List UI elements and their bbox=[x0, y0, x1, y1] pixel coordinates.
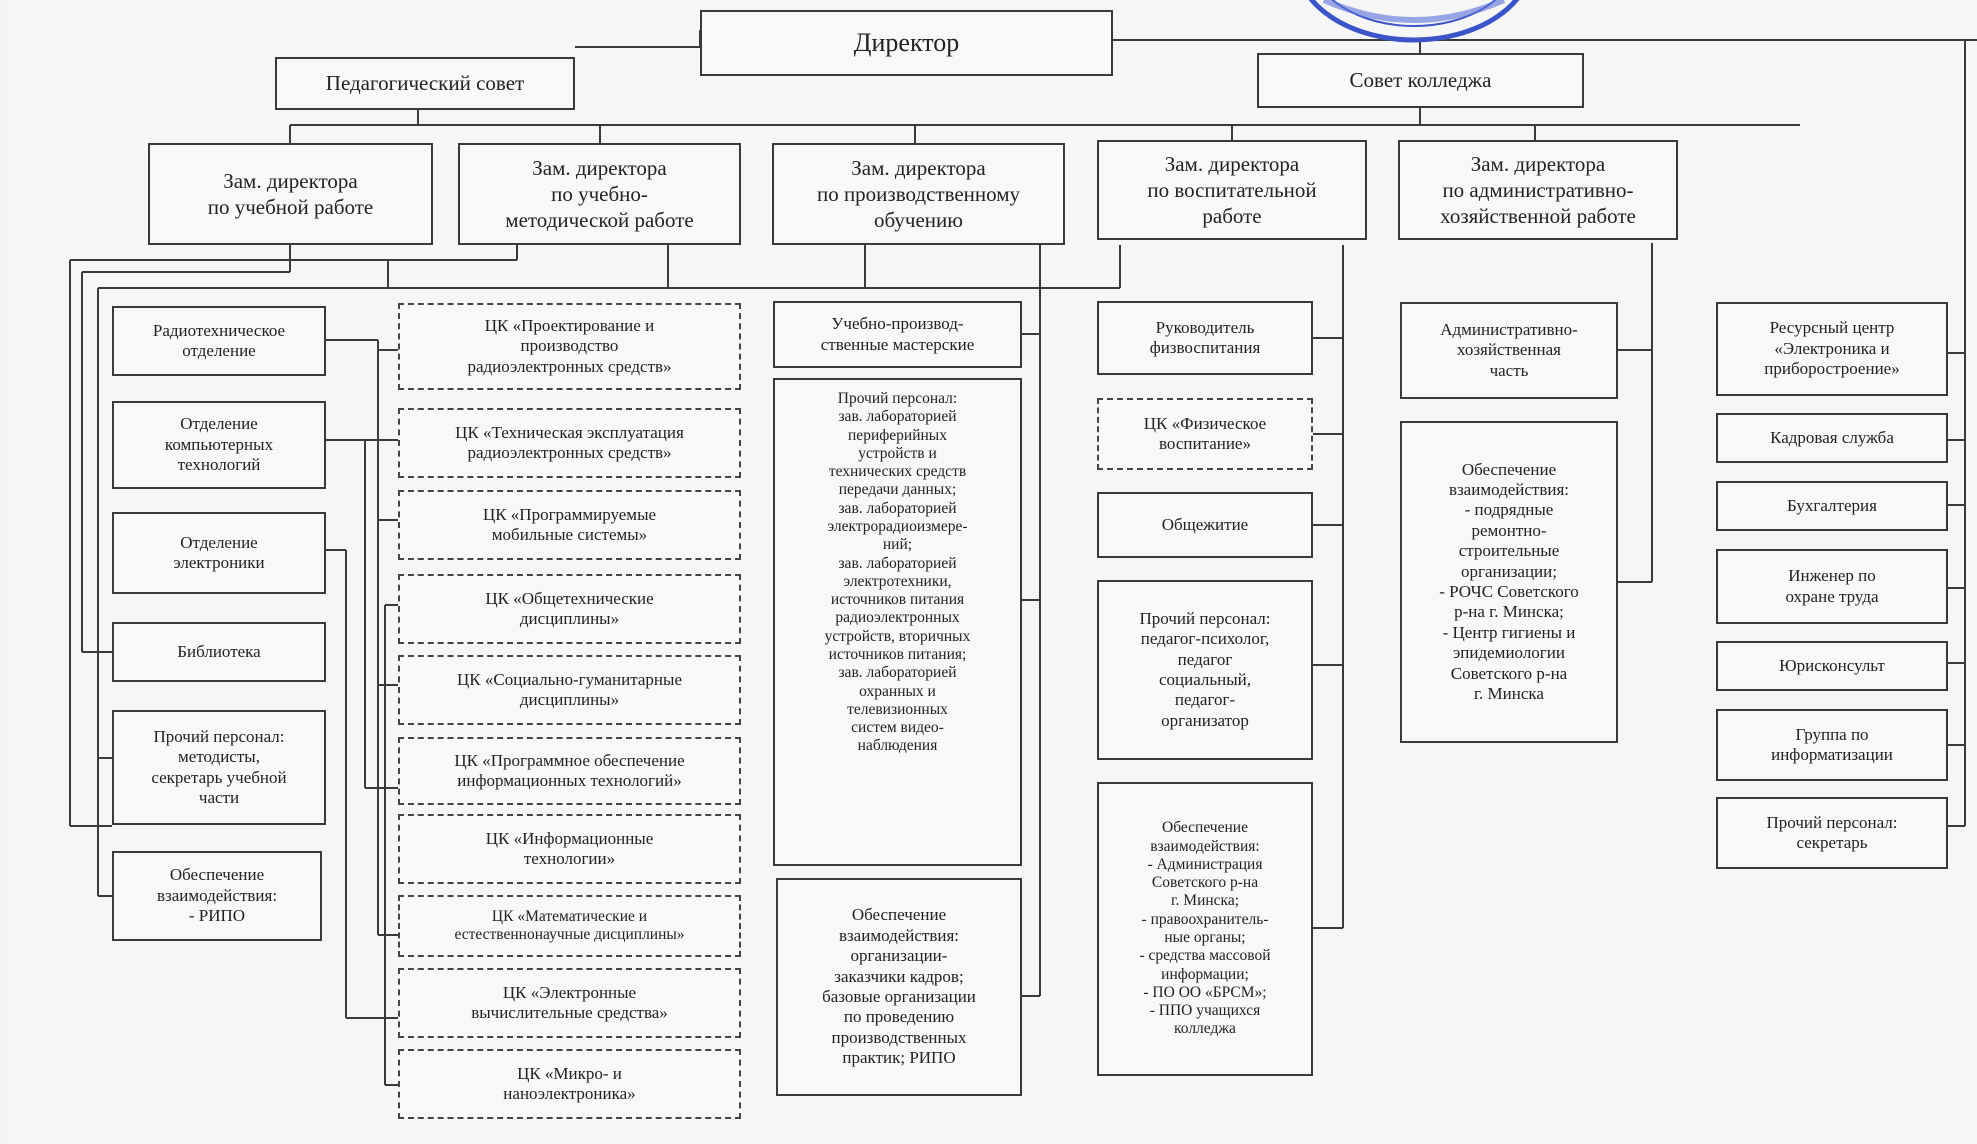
admin-household-part: Административно- хозяйственная часть bbox=[1400, 302, 1618, 399]
ck-physical-education: ЦК «Физическое воспитание» bbox=[1097, 398, 1313, 470]
college-council-box: Совет колледжа bbox=[1257, 53, 1584, 108]
ck-micro-nano: ЦК «Микро- и наноэлектроника» bbox=[398, 1049, 741, 1119]
deputy-upbringing: Зам. директора по воспитательной работе bbox=[1097, 140, 1367, 240]
deputy-academic: Зам. директора по учебной работе bbox=[148, 143, 433, 245]
ck-general-technical: ЦК «Общетехнические дисциплины» bbox=[398, 574, 741, 644]
ck-computing-means: ЦК «Электронные вычислительные средства» bbox=[398, 968, 741, 1038]
interaction-contractors: Обеспечение взаимодействия: - подрядные … bbox=[1400, 421, 1618, 743]
labor-safety-engineer: Инженер по охране труда bbox=[1716, 549, 1948, 624]
physical-education-head: Руководитель физвоспитания bbox=[1097, 301, 1313, 375]
legal-adviser: Юрисконсульт bbox=[1716, 641, 1948, 691]
ck-math-natural: ЦК «Математические и естественнонаучные … bbox=[398, 895, 741, 957]
ck-programmable-mobile: ЦК «Программируемые мобильные системы» bbox=[398, 490, 741, 560]
deputy-methodical: Зам. директора по учебно- методической р… bbox=[458, 143, 741, 245]
accounting: Бухгалтерия bbox=[1716, 481, 1948, 531]
radio-department: Радиотехническое отделение bbox=[112, 306, 326, 376]
library: Библиотека bbox=[112, 622, 326, 682]
director-box: Директор bbox=[700, 10, 1113, 76]
ck-information-tech: ЦК «Информационные технологии» bbox=[398, 814, 741, 884]
interaction-administration: Обеспечение взаимодействия: - Администра… bbox=[1097, 782, 1313, 1076]
deputy-administrative: Зам. директора по административно- хозяй… bbox=[1398, 140, 1678, 240]
dormitory: Общежитие bbox=[1097, 492, 1313, 558]
deputy-production: Зам. директора по производственному обуч… bbox=[772, 143, 1065, 245]
other-staff-pedagogues: Прочий персонал: педагог-психолог, педаг… bbox=[1097, 580, 1313, 760]
ck-design-production: ЦК «Проектирование и производство радиоэ… bbox=[398, 303, 741, 390]
ck-technical-operation: ЦК «Техническая эксплуатация радиоэлектр… bbox=[398, 408, 741, 478]
ck-social-humanitarian: ЦК «Социально-гуманитарные дисциплины» bbox=[398, 655, 741, 725]
other-staff-methodists: Прочий персонал: методисты, секретарь уч… bbox=[112, 710, 326, 825]
interaction-ripo: Обеспечение взаимодействия: - РИПО bbox=[112, 851, 322, 941]
hr-service: Кадровая служба bbox=[1716, 413, 1948, 463]
electronics-department: Отделение электроники bbox=[112, 512, 326, 594]
computer-tech-department: Отделение компьютерных технологий bbox=[112, 401, 326, 489]
stamp-seal bbox=[1308, 0, 1520, 43]
workshops: Учебно-производ- ственные мастерские bbox=[773, 301, 1022, 368]
other-staff-labs: Прочий персонал: зав. лабораторией периф… bbox=[773, 378, 1022, 866]
other-staff-secretary: Прочий персонал: секретарь bbox=[1716, 797, 1948, 869]
resource-center: Ресурсный центр «Электроника и приборост… bbox=[1716, 302, 1948, 396]
ped-council-box: Педагогический совет bbox=[275, 57, 575, 110]
ck-it-software: ЦК «Программное обеспечение информационн… bbox=[398, 737, 741, 805]
informatization-group: Группа по информатизации bbox=[1716, 709, 1948, 781]
interaction-employers: Обеспечение взаимодействия: организации-… bbox=[776, 878, 1022, 1096]
